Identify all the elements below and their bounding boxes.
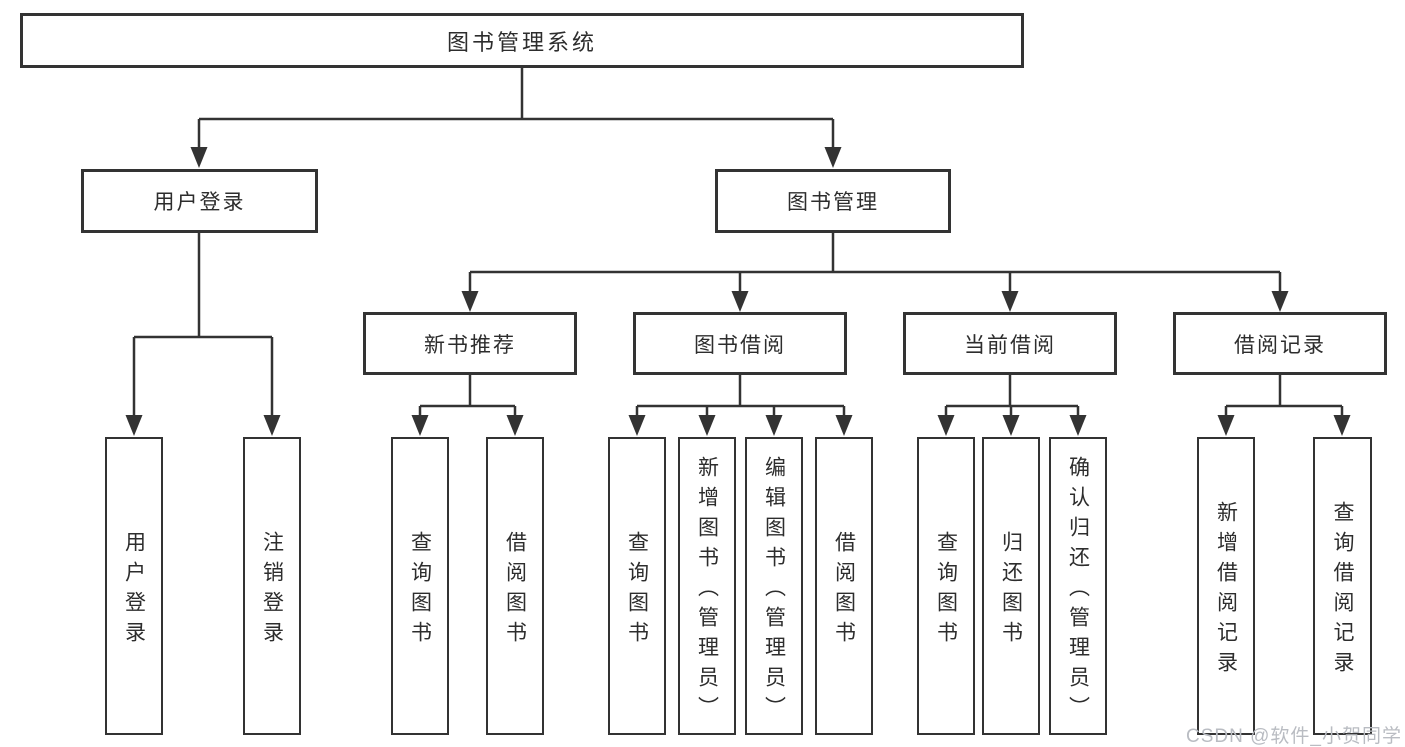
node-label: 借阅记录 [1234,333,1326,357]
node-book-management: 图书管理 [715,169,951,233]
node-leaf-return-book: 归还图书 [982,437,1040,735]
node-leaf-add-borrow-record: 新增借阅记录 [1197,437,1255,735]
node-leaf-query-books-recommend: 查询图书 [391,437,449,735]
node-label: 查询图书 [625,530,649,651]
node-user-login: 用户登录 [81,169,318,233]
node-leaf-user-login: 用户登录 [105,437,163,735]
node-label: 查询图书 [934,530,958,651]
node-leaf-query-books-current: 查询图书 [917,437,975,735]
node-label: 新书推荐 [424,333,516,357]
node-library-management-system: 图书管理系统 [20,13,1024,68]
node-leaf-borrow-books: 借阅图书 [815,437,873,735]
node-label: 用户登录 [122,530,146,651]
csdn-watermark: CSDN @软件_小贺同学 [1186,726,1402,747]
node-label: 图书管理系统 [446,29,597,55]
node-label: 用户登录 [153,191,246,214]
node-leaf-confirm-return-admin: 确认归还（管理员） [1049,437,1107,735]
node-leaf-add-book-admin: 新增图书（管理员） [678,437,736,735]
node-label: 查询借阅记录 [1331,500,1354,681]
node-label: 注销登录 [260,530,284,651]
node-label: 归还图书 [999,530,1023,651]
node-leaf-query-borrow-record: 查询借阅记录 [1313,437,1372,735]
node-leaf-edit-book-admin: 编辑图书（管理员） [745,437,803,735]
node-new-book-recommendation: 新书推荐 [363,312,577,375]
node-label: 当前借阅 [964,333,1056,357]
node-borrowing-records: 借阅记录 [1173,312,1387,375]
node-book-borrowing: 图书借阅 [633,312,847,375]
node-label: 图书管理 [787,191,879,214]
node-label: 编辑图书（管理员） [762,455,786,726]
node-leaf-logout: 注销登录 [243,437,301,735]
node-label: 借阅图书 [503,530,527,651]
node-label: 查询图书 [408,530,432,651]
node-leaf-borrow-books-recommend: 借阅图书 [486,437,544,735]
node-label: 新增借阅记录 [1214,500,1238,681]
node-label: 新增图书（管理员） [695,455,719,726]
node-current-borrowing: 当前借阅 [903,312,1117,375]
node-label: 确认归还（管理员） [1066,455,1090,726]
node-label: 借阅图书 [832,530,856,651]
node-leaf-query-books-borrow: 查询图书 [608,437,666,735]
node-label: 图书借阅 [694,333,786,357]
